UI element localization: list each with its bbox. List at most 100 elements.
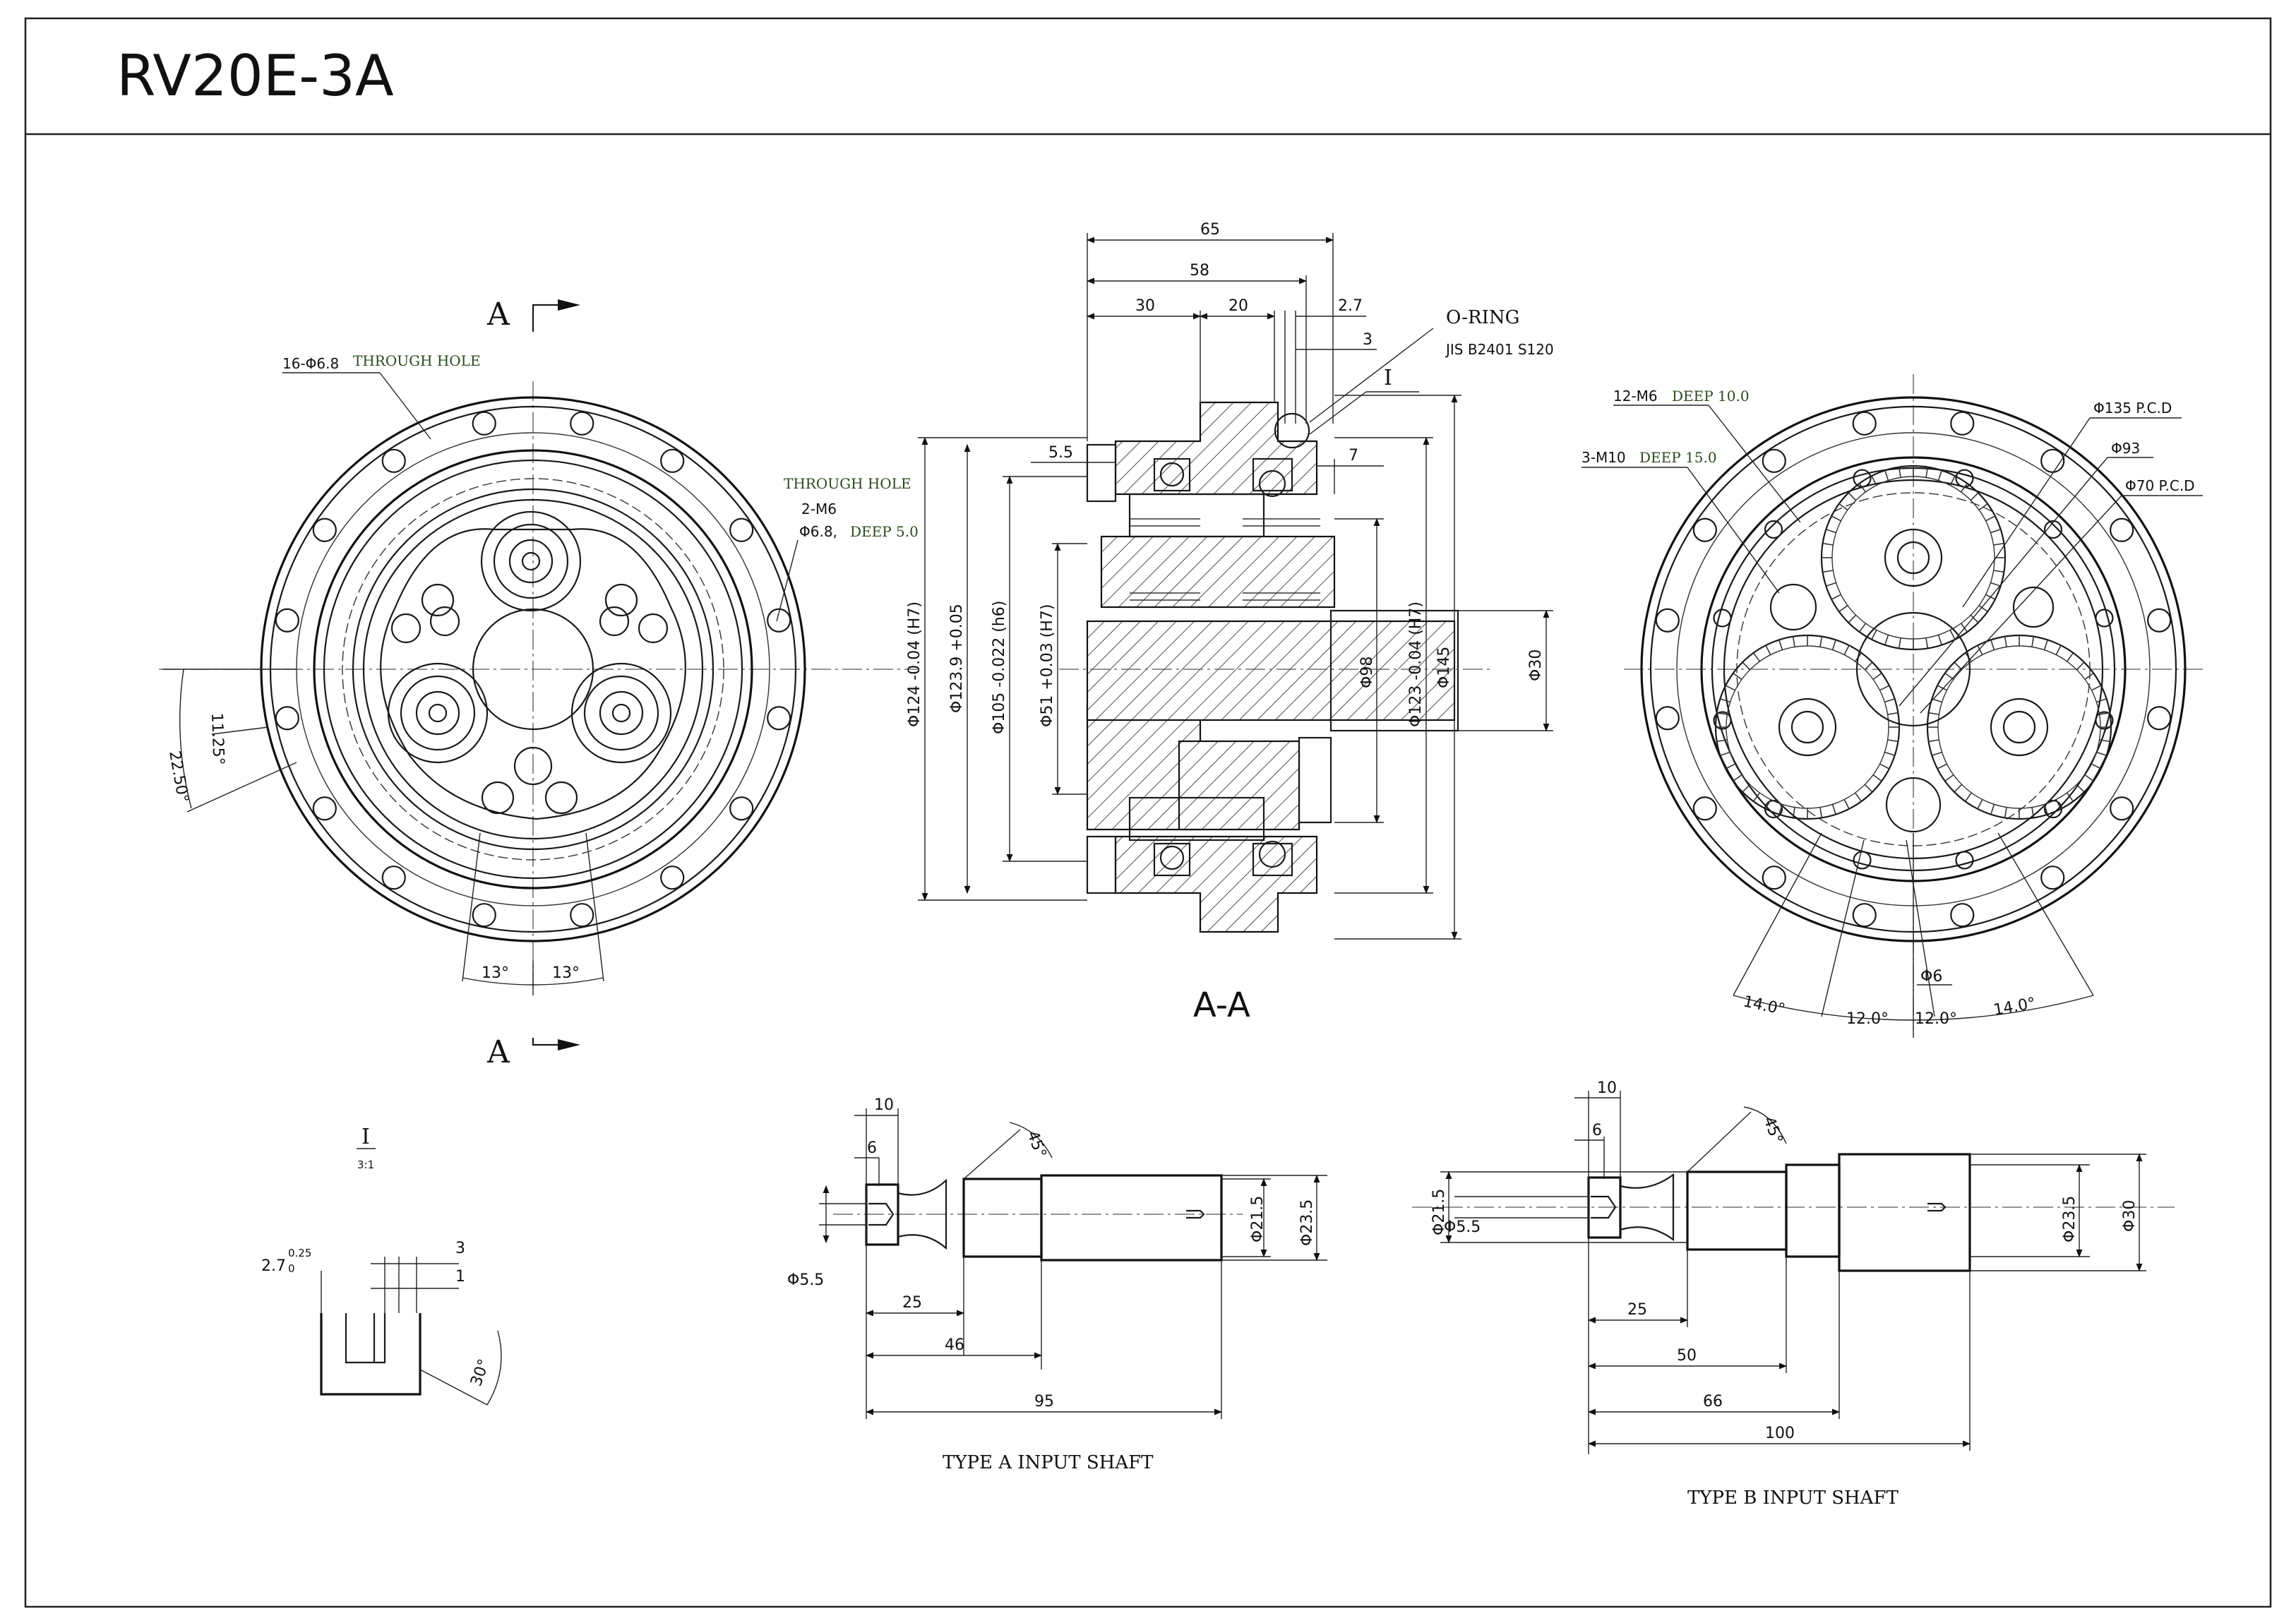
gear-tooth [1765, 645, 1771, 655]
rear-pcd70: Φ70 P.C.D [2125, 477, 2195, 494]
gear-tooth [1858, 623, 1867, 633]
gear-tooth [1887, 739, 1899, 743]
svg-text:Φ21.5: Φ21.5 [1430, 1189, 1448, 1235]
sheet-border [24, 17, 2272, 1608]
gear-tooth [1838, 503, 1848, 511]
bearing-top [1153, 457, 1293, 498]
gear-tooth [1742, 784, 1751, 793]
svg-text:10: 10 [1597, 1079, 1617, 1097]
gear-tooth [1977, 645, 1983, 655]
bolt-hole [2040, 448, 2065, 473]
gear-tooth [1843, 645, 1850, 655]
bolt-hole [1950, 903, 1975, 928]
bolt-hole [275, 608, 299, 633]
svg-text:Φ5.5: Φ5.5 [1444, 1218, 1481, 1236]
gear-tooth [1733, 672, 1742, 681]
gear-tooth [1752, 652, 1761, 662]
gear-tooth [1937, 685, 1947, 691]
gear-tooth [1990, 582, 2001, 587]
svg-text:14.0°: 14.0° [1742, 993, 1787, 1019]
svg-text:65: 65 [1200, 221, 1220, 239]
gear-tooth [1826, 582, 1836, 587]
svg-text:A: A [486, 297, 510, 333]
carrier-plate [380, 528, 686, 820]
svg-text:Φ30: Φ30 [1527, 649, 1545, 681]
bolt-hole [570, 411, 594, 436]
gear-tooth [1864, 784, 1873, 793]
rear-tap12-deep: DEEP 10.0 [1672, 388, 1750, 405]
gear-hub [1778, 697, 1837, 757]
bolt-hole [472, 411, 496, 436]
gear-tooth [2096, 698, 2107, 703]
gear-tooth [1937, 763, 1947, 769]
svg-text:Φ30: Φ30 [2121, 1200, 2139, 1232]
oring-spec: JIS B2401 S120 [1445, 341, 1554, 358]
bolt-hole [2110, 796, 2134, 821]
gear-tooth [1720, 698, 1730, 703]
bolt-hole [1852, 903, 1877, 928]
svg-text:Φ145: Φ145 [1435, 647, 1453, 688]
gear-tooth [1937, 470, 1942, 481]
section-top-dims: 65 58 30 20 2.7 3 7 5.5 O-RING JIS B2401 [1031, 221, 1554, 494]
gear-tooth [1752, 792, 1761, 802]
bolt-hole [312, 517, 337, 542]
rear-dia93: Φ93 [2111, 440, 2140, 457]
svg-text:25: 25 [902, 1294, 922, 1312]
svg-text:12.0°: 12.0° [1915, 1010, 1957, 1028]
bolt-hole [381, 448, 406, 473]
rear-tap12: 12-M6 [1613, 388, 1658, 405]
gear-tooth [2004, 807, 2007, 818]
gear-tooth [1928, 712, 1939, 715]
gear-tooth [1858, 483, 1867, 493]
gear-hub [1884, 528, 1943, 587]
svg-text:Φ5.5: Φ5.5 [787, 1271, 824, 1289]
gear-tooth [1871, 630, 1877, 640]
tap-hole [1713, 711, 1732, 730]
gear-tooth [1831, 640, 1836, 650]
rear-dia6: Φ6 [1920, 968, 1942, 986]
gear-tooth [2043, 640, 2048, 650]
gear-tooth [1826, 529, 1836, 534]
gear-tooth [1831, 594, 1841, 600]
svg-text:0: 0 [288, 1262, 295, 1275]
gear-tooth [1720, 751, 1730, 756]
svg-text:10: 10 [874, 1096, 894, 1114]
detail-view: I 3:1 2.7 0.25 0 3 1 30° [261, 1125, 502, 1406]
rear-tap3-deep: DEEP 15.0 [1639, 449, 1717, 466]
gear-tooth [1742, 661, 1751, 671]
bolt-hole [1655, 608, 1680, 633]
svg-text:66: 66 [1703, 1393, 1723, 1411]
svg-text:50: 50 [1677, 1347, 1697, 1365]
svg-text:95: 95 [1034, 1393, 1054, 1411]
front-tap-deep: DEEP 5.0 [850, 523, 919, 540]
shaft-type-b: 10 6 45° Φ21.5 Φ5.5 Φ23.5 Φ30 25 50 66 1… [1412, 1079, 2175, 1509]
svg-text:Φ23.5: Φ23.5 [1298, 1199, 1316, 1246]
svg-text:2.7: 2.7 [261, 1257, 286, 1275]
gear-tooth [1872, 774, 1882, 782]
gear-tooth [1944, 774, 1954, 782]
svg-text:Φ105 -0.022 (h6): Φ105 -0.022 (h6) [991, 601, 1008, 734]
svg-text:1: 1 [455, 1268, 465, 1286]
gear-tooth [1765, 799, 1771, 810]
bolt-hole [2147, 706, 2172, 731]
front-tap-spec: 2-M6 [801, 501, 837, 517]
front-angle-large: 22.50° [165, 750, 191, 804]
gear-tooth [1879, 763, 1890, 769]
svg-text:Φ124 -0.04 (H7): Φ124 -0.04 (H7) [906, 601, 923, 727]
gear-tooth [1831, 804, 1836, 815]
bolt-hole [767, 706, 791, 731]
detail-label: I [361, 1125, 370, 1149]
gear-tooth [1716, 712, 1728, 715]
gear-tooth [1985, 515, 1996, 522]
crank-bearing-2 [387, 662, 489, 764]
svg-text:7: 7 [1349, 447, 1358, 465]
gear-tooth [2099, 712, 2110, 715]
svg-text:Φ21.5: Φ21.5 [1249, 1196, 1267, 1242]
gear-tooth [1884, 470, 1889, 481]
front-through-hole: THROUGH HOLE [784, 475, 911, 492]
svg-text:25: 25 [1627, 1301, 1647, 1319]
gear-tooth [1843, 799, 1850, 810]
gear-tooth [1898, 637, 1901, 649]
gear-tooth [2084, 774, 2094, 782]
